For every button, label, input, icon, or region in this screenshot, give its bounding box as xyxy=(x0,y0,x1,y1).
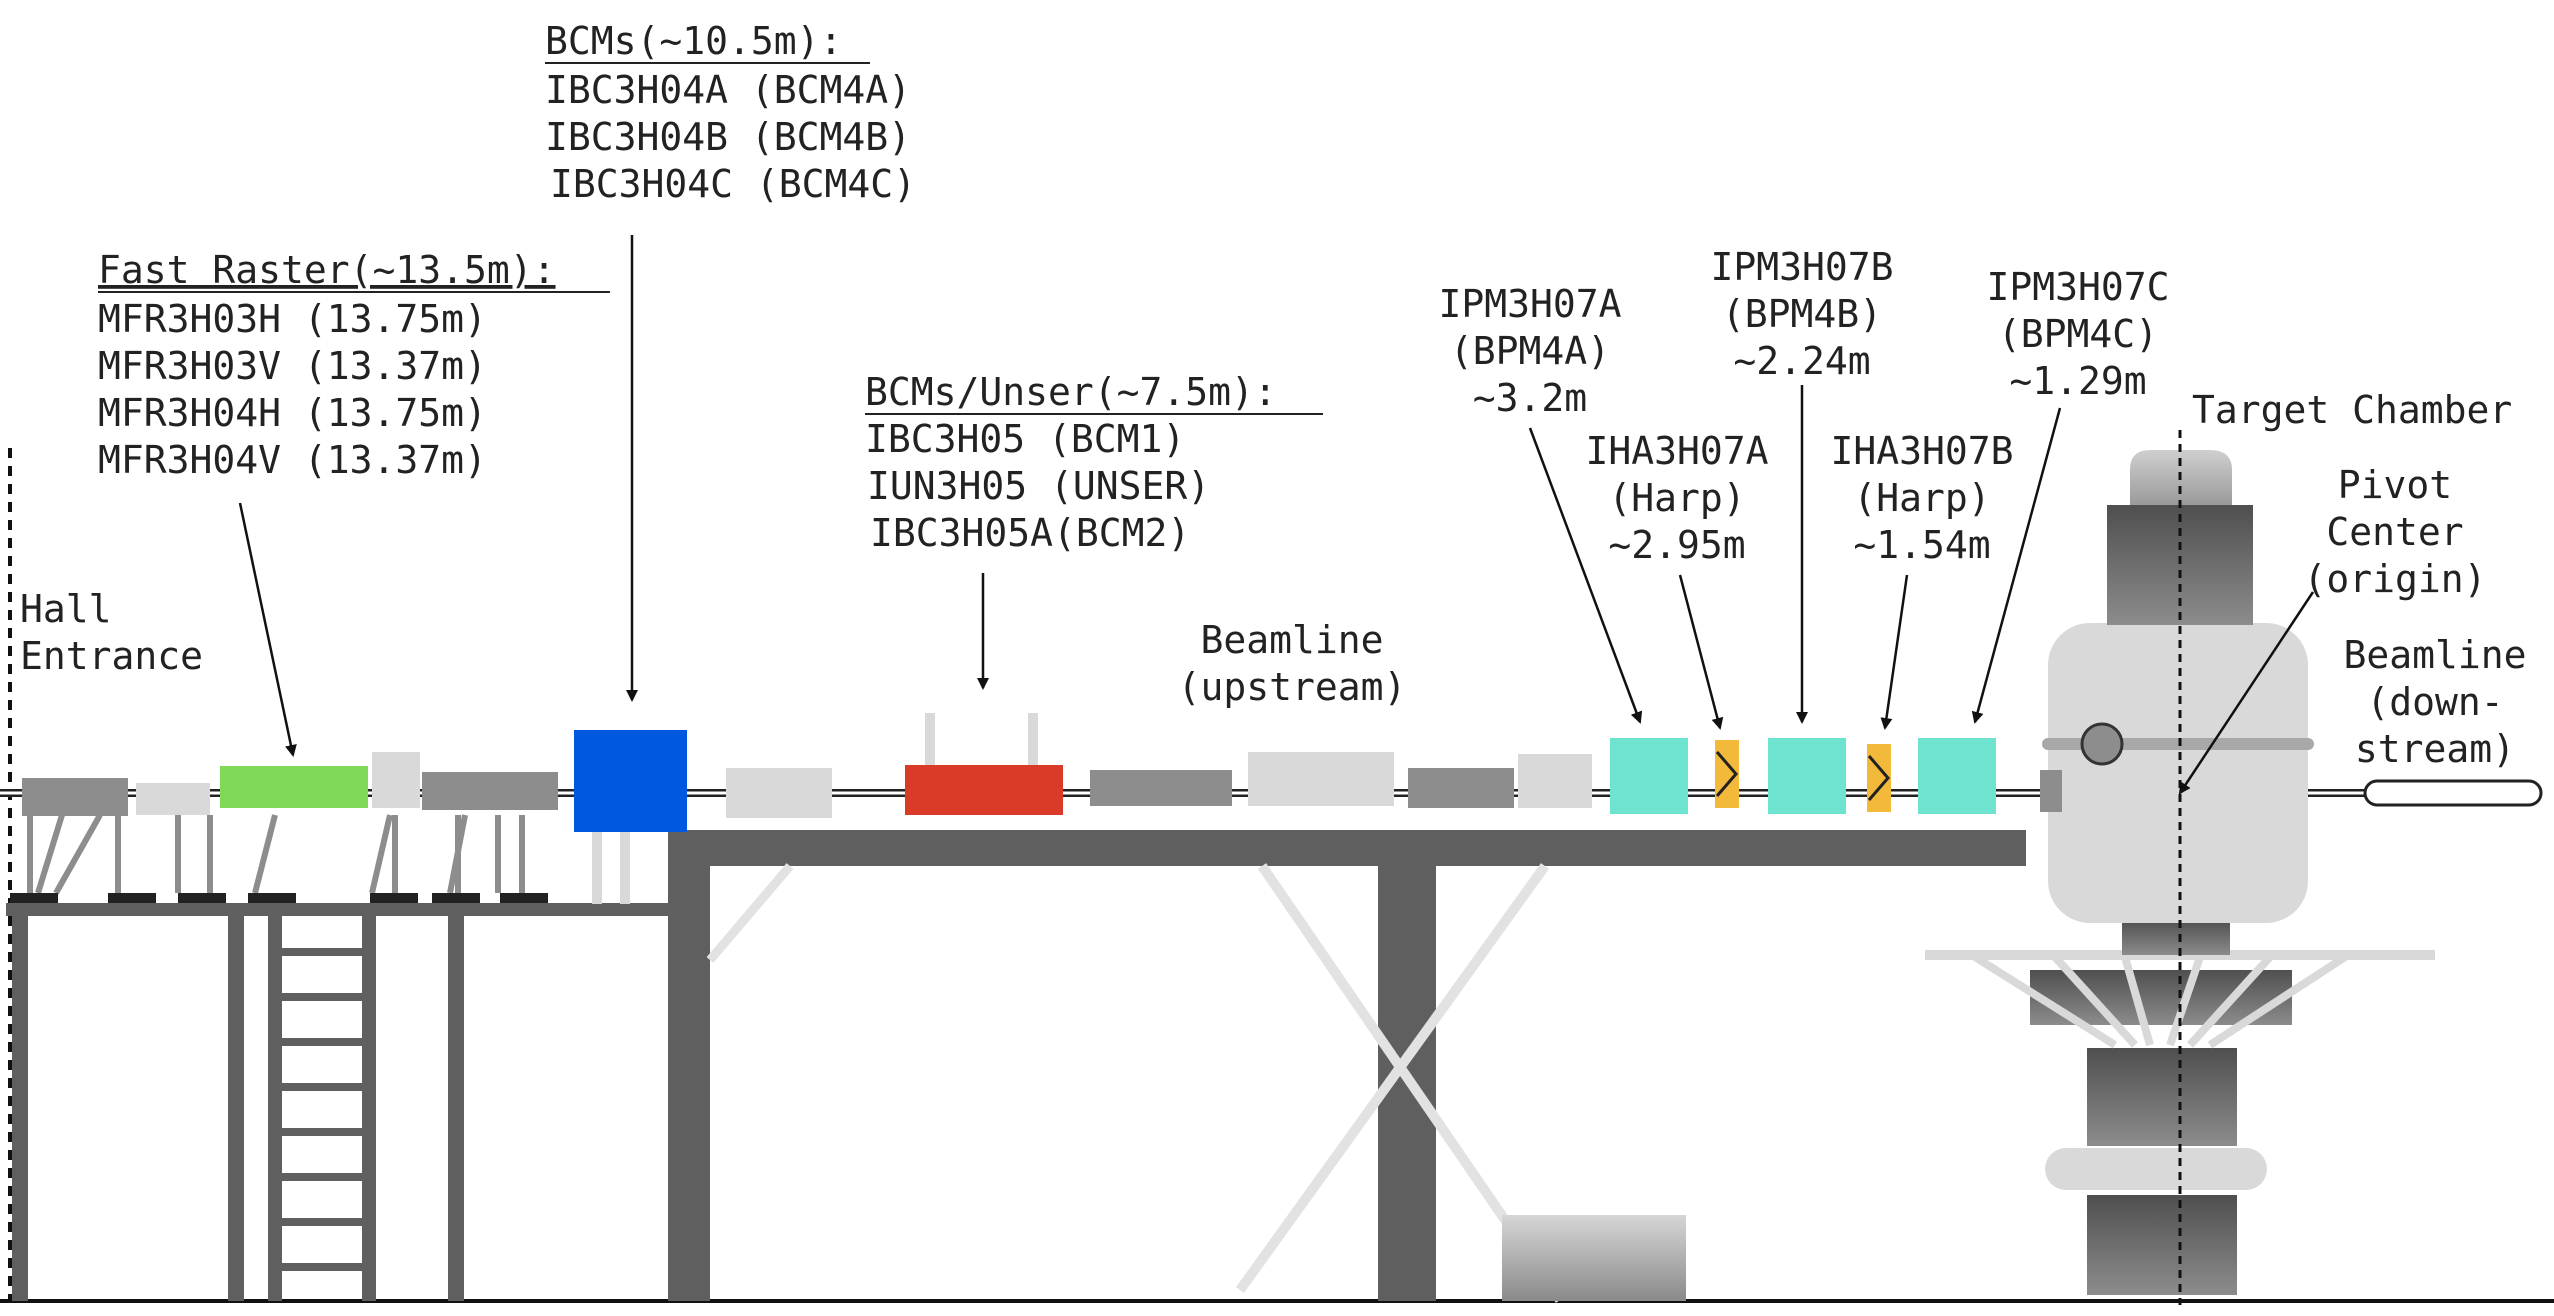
beamline-elements xyxy=(22,713,1996,904)
bpm4c-line: ~1.29m xyxy=(2009,359,2146,403)
bcm-unser-header: BCMs/Unser(~7.5m): xyxy=(865,370,1277,414)
bcm-unser-line: IBC3H05A(BCM2) xyxy=(870,511,1190,555)
bcm-unser-line: IUN3H05 (UNSER) xyxy=(867,464,1210,508)
beamline-upstream-line: Beamline xyxy=(1200,618,1383,662)
bpm4a-line: ~3.2m xyxy=(1473,376,1587,420)
label-pivot-center: Pivot Center (origin) xyxy=(2303,463,2486,601)
bpm4a-line: (BPM4A) xyxy=(1450,329,1610,373)
harp-a-line: IHA3H07A xyxy=(1585,429,1768,473)
bcm4-line: IBC3H04A (BCM4A) xyxy=(545,68,911,112)
pivot-center-line: (origin) xyxy=(2303,557,2486,601)
harp-b-line: IHA3H07B xyxy=(1830,429,2013,473)
callout-arrows xyxy=(238,235,2315,795)
harp-b xyxy=(1867,744,1891,812)
label-harp-a: IHA3H07A (Harp) ~2.95m xyxy=(1585,429,1768,567)
bcm4-line: IBC3H04C (BCM4C) xyxy=(550,162,916,206)
target-chamber-line: Target Chamber xyxy=(2192,388,2512,432)
stand-feet xyxy=(10,893,548,903)
harp-b-line: ~1.54m xyxy=(1853,523,1990,567)
label-bpm4b: IPM3H07B (BPM4B) ~2.24m xyxy=(1710,245,1893,383)
label-bpm4a: IPM3H07A (BPM4A) ~3.2m xyxy=(1438,282,1621,420)
viewport-icon xyxy=(2080,722,2124,766)
label-fast-raster: Fast Raster(~13.5m): MFR3H03H (13.75m) M… xyxy=(98,248,610,482)
label-beamline-downstream: Beamline (down- stream) xyxy=(2343,633,2526,771)
bpm4b-line: ~2.24m xyxy=(1733,339,1870,383)
bpm4c xyxy=(1918,738,1996,814)
downstream-pipe xyxy=(2363,779,2543,807)
fast-raster-line: MFR3H03H (13.75m) xyxy=(98,297,487,341)
harp-a-line: ~2.95m xyxy=(1608,523,1745,567)
ladder xyxy=(268,916,376,1301)
fast-raster-header: Fast Raster(~13.5m): xyxy=(98,248,556,292)
floor-cabinet xyxy=(1502,1215,1686,1301)
bcm4-line: IBC3H04B (BCM4B) xyxy=(545,115,911,159)
harp-b-line: (Harp) xyxy=(1853,476,1990,520)
fast-raster-line: MFR3H04H (13.75m) xyxy=(98,391,487,435)
bpm4b-line: (BPM4B) xyxy=(1722,292,1882,336)
harp-a xyxy=(1715,740,1739,808)
bpm4c-line: (BPM4C) xyxy=(1998,312,2158,356)
label-bcm4: BCMs(~10.5m): IBC3H04A (BCM4A) IBC3H04B … xyxy=(545,19,916,206)
beamline-downstream-line: (down- xyxy=(2366,680,2503,724)
label-bcm-unser: BCMs/Unser(~7.5m): IBC3H05 (BCM1) IUN3H0… xyxy=(865,370,1323,555)
fast-raster-magnet xyxy=(220,766,368,808)
beamline-table xyxy=(668,830,2026,1303)
label-beamline-upstream: Beamline (upstream) xyxy=(1178,618,1407,709)
pipe-flange xyxy=(2040,770,2062,812)
beamline-downstream-line: Beamline xyxy=(2343,633,2526,677)
label-harp-b: IHA3H07B (Harp) ~1.54m xyxy=(1830,429,2013,567)
bpm4a xyxy=(1610,738,1688,814)
bcm4-header: BCMs(~10.5m): xyxy=(545,19,842,63)
unser-monitor xyxy=(905,765,1063,815)
bpm4b-line: IPM3H07B xyxy=(1710,245,1893,289)
bpm4c-line: IPM3H07C xyxy=(1986,265,2169,309)
label-target-chamber: Target Chamber xyxy=(2192,388,2512,432)
left-platform xyxy=(6,903,676,1301)
harp-a-line: (Harp) xyxy=(1608,476,1745,520)
pivot-center-line: Pivot xyxy=(2338,463,2452,507)
label-bpm4c: IPM3H07C (BPM4C) ~1.29m xyxy=(1986,265,2169,403)
fast-raster-line: MFR3H04V (13.37m) xyxy=(98,438,487,482)
hall-entrance-line: Entrance xyxy=(20,634,203,678)
bcm4-cavity xyxy=(574,730,687,832)
hall-entrance-line: Hall xyxy=(20,587,112,631)
fast-raster-line: MFR3H03V (13.37m) xyxy=(98,344,487,388)
beamline-upstream-line: (upstream) xyxy=(1178,665,1407,709)
pivot-center-line: Center xyxy=(2326,510,2463,554)
bcm-unser-line: IBC3H05 (BCM1) xyxy=(865,417,1185,461)
bpm4b xyxy=(1768,738,1846,814)
label-hall-entrance: Hall Entrance xyxy=(20,587,203,678)
bpm4a-line: IPM3H07A xyxy=(1438,282,1621,326)
magnet-stands xyxy=(27,813,525,895)
beamline-downstream-line: stream) xyxy=(2355,727,2515,771)
